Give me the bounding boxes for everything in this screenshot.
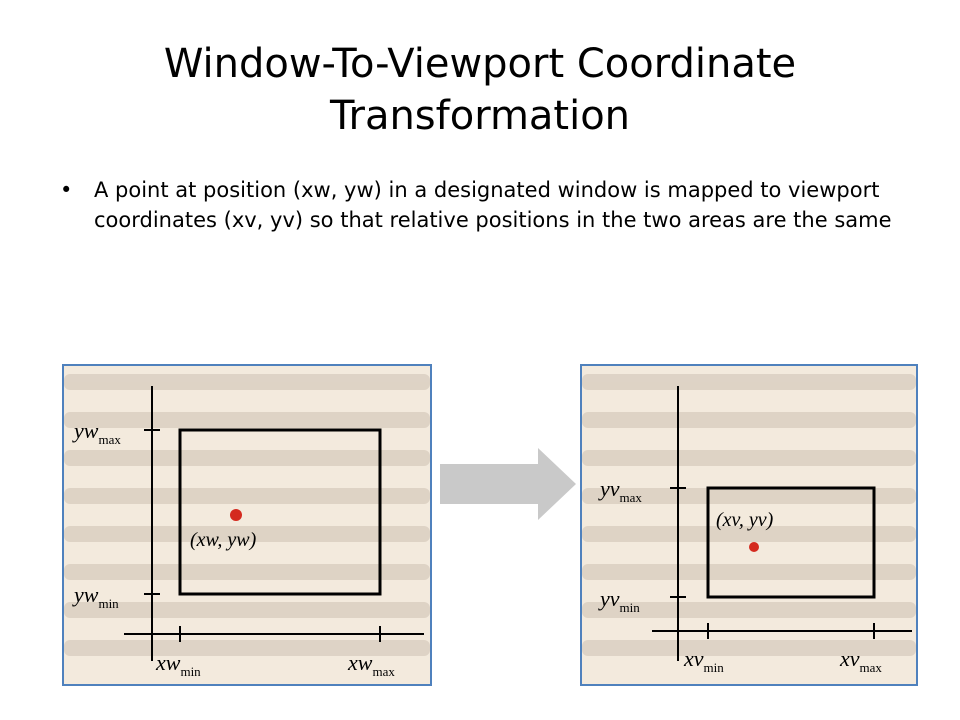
window-diagram: ywmax ywmin xwmin xwmax (xw, yw) bbox=[64, 374, 430, 679]
right-arrow-icon bbox=[440, 448, 576, 520]
slide-title: Window-To-Viewport Coordinate Transforma… bbox=[60, 38, 900, 142]
viewport-point-label: (xv, yv) bbox=[716, 509, 774, 531]
viewport-figure: yvmax yvmin xvmin xvmax (xv, yv) bbox=[580, 364, 918, 686]
bullet-text: A point at position (xw, yw) in a design… bbox=[94, 178, 892, 232]
window-rectangle bbox=[178, 428, 382, 596]
window-point bbox=[230, 509, 242, 521]
y-min-label: yvmin bbox=[598, 586, 640, 615]
window-figure: ywmax ywmin xwmin xwmax (xw, yw) bbox=[62, 364, 432, 686]
title-line-2: Transformation bbox=[329, 93, 631, 139]
bullet-dot-icon: • bbox=[60, 178, 73, 202]
title-line-1: Window-To-Viewport Coordinate bbox=[163, 41, 797, 87]
x-max-label: xwmax bbox=[347, 650, 395, 679]
x-min-label: xvmin bbox=[683, 646, 724, 675]
y-max-label: ywmax bbox=[72, 418, 121, 447]
y-max-label: yvmax bbox=[598, 476, 642, 505]
scan-texture bbox=[582, 374, 916, 656]
x-min-label: xwmin bbox=[155, 650, 201, 679]
x-max-label: xvmax bbox=[839, 646, 882, 675]
viewport-point bbox=[749, 542, 759, 552]
viewport-rectangle bbox=[706, 486, 876, 599]
bullet-list: • A point at position (xw, yw) in a desi… bbox=[60, 175, 920, 235]
scan-texture bbox=[64, 374, 430, 656]
y-min-label: ywmin bbox=[72, 582, 119, 611]
bullet-item: • A point at position (xw, yw) in a desi… bbox=[60, 175, 920, 235]
window-point-label: (xw, yw) bbox=[190, 529, 257, 551]
viewport-diagram: yvmax yvmin xvmin xvmax (xv, yv) bbox=[582, 374, 916, 675]
